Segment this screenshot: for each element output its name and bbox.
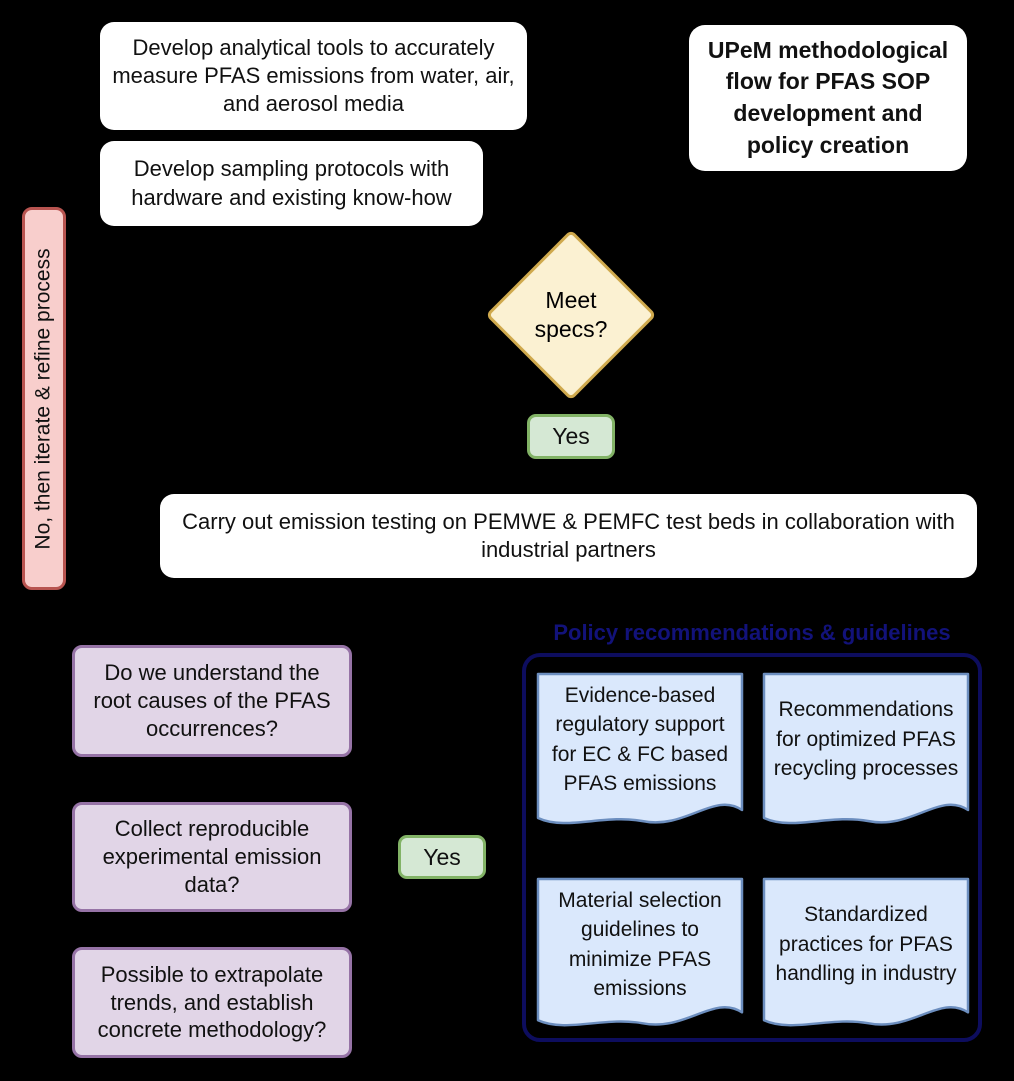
document-recycling-recommendations: Recommendations for optimized PFAS recyc… <box>762 672 970 832</box>
document-evidence-regulatory: Evidence-based regulatory support for EC… <box>536 672 744 832</box>
document-wave-shape <box>762 877 970 1027</box>
question-label: Possible to extrapolate trends, and esta… <box>97 961 327 1043</box>
process-develop-sampling-protocols: Develop sampling protocols with hardware… <box>100 141 483 226</box>
policy-container <box>522 653 982 1042</box>
yes-label: Yes <box>552 423 590 449</box>
document-standardized-practices: Standardized practices for PFAS handling… <box>762 877 970 1034</box>
policy-section-title: Policy recommendations & guidelines <box>553 620 951 645</box>
document-label: Material selection guidelines to minimiz… <box>558 888 722 1000</box>
iterate-refine-label: No, then iterate & refine process <box>22 207 66 590</box>
document-label: Evidence-based regulatory support for EC… <box>551 683 729 795</box>
document-wave-shape <box>536 877 744 1027</box>
decision-label: Meet specs? <box>534 287 608 342</box>
process-develop-analytical-tools: Develop analytical tools to accurately m… <box>100 22 527 130</box>
yes-badge-top: Yes <box>527 414 615 459</box>
yes-badge-bottom: Yes <box>398 835 486 879</box>
document-label: Recommendations for optimized PFAS recyc… <box>773 698 959 781</box>
process-label: Develop sampling protocols with hardware… <box>131 156 452 210</box>
decision-meet-specs: Meet specs? <box>485 227 657 403</box>
yes-label: Yes <box>423 843 461 870</box>
question-root-causes: Do we understand the root causes of the … <box>72 645 352 757</box>
document-wave-shape <box>536 672 744 825</box>
document-material-selection: Material selection guidelines to minimiz… <box>536 877 744 1034</box>
diagram-title-box: UPeM methodological flow for PFAS SOP de… <box>689 25 967 171</box>
document-wave-shape <box>762 672 970 825</box>
process-label: Develop analytical tools to accurately m… <box>112 34 515 117</box>
question-reproducible-data: Collect reproducible experimental emissi… <box>72 802 352 912</box>
question-extrapolate-trends: Possible to extrapolate trends, and esta… <box>72 947 352 1058</box>
iterate-refine-text: No, then iterate & refine process <box>32 247 56 550</box>
question-label: Do we understand the root causes of the … <box>93 660 331 741</box>
question-label: Collect reproducible experimental emissi… <box>102 816 322 897</box>
process-label: Carry out emission testing on PEMWE & PE… <box>182 508 955 562</box>
diagram-title: UPeM methodological flow for PFAS SOP de… <box>707 36 949 158</box>
document-label: Standardized practices for PFAS handling… <box>775 903 957 986</box>
process-emission-testing: Carry out emission testing on PEMWE & PE… <box>160 494 977 578</box>
